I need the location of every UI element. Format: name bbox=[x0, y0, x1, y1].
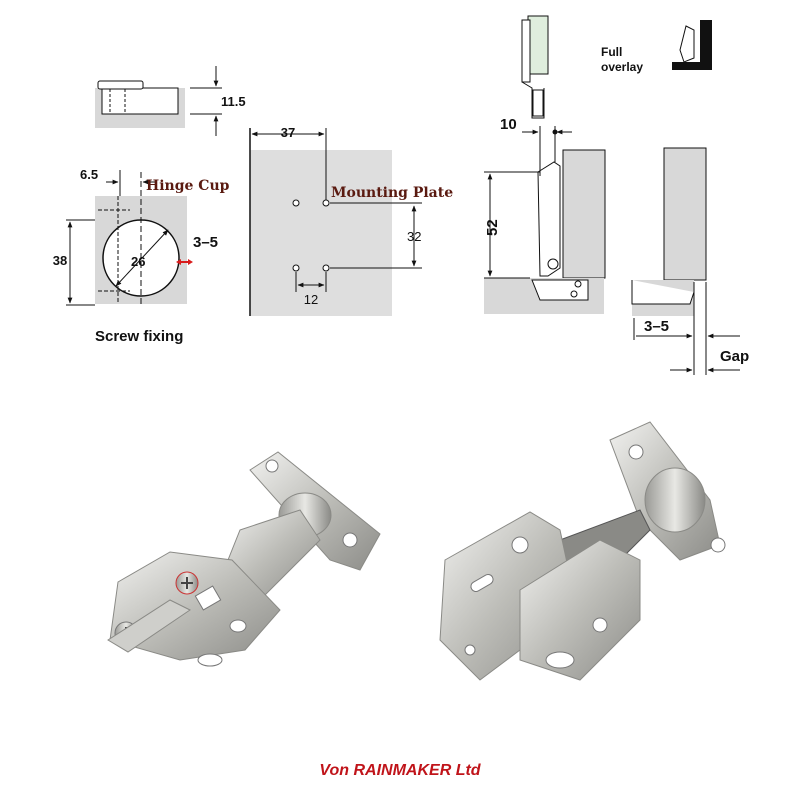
cup-section-drawing bbox=[95, 66, 222, 136]
overlay-section-drawing bbox=[631, 147, 740, 375]
screw-fixing-label: Screw fixing bbox=[95, 328, 183, 345]
side-height-label: 52 bbox=[484, 219, 501, 236]
full-overlay-icon bbox=[672, 20, 712, 70]
plate-offset-label: 37 bbox=[281, 125, 295, 140]
plate-horizontal-label: 12 bbox=[304, 292, 318, 307]
mounting-plate-drawing bbox=[249, 128, 422, 316]
side-view-drawing bbox=[484, 15, 606, 314]
footer-brand: Von RAINMAKER Ltd bbox=[319, 762, 481, 779]
hinge-cup-drawing bbox=[66, 170, 193, 306]
cup-depth-label: 11.5 bbox=[221, 94, 246, 109]
hinge-photo-right bbox=[439, 421, 726, 681]
cup-offset-label: 6.5 bbox=[80, 167, 98, 182]
overlay-range-label: 3–5 bbox=[644, 318, 669, 335]
cup-diameter-label: 26 bbox=[131, 254, 145, 269]
plate-vertical-label: 32 bbox=[407, 229, 421, 244]
edge-range-label: 3–5 bbox=[193, 234, 218, 251]
mounting-plate-title: Mounting Plate bbox=[331, 185, 453, 201]
cup-height-label: 38 bbox=[53, 253, 67, 268]
hinge-photo-left bbox=[107, 451, 381, 667]
full-overlay-label: Full overlay bbox=[601, 45, 643, 74]
hinge-cup-title: Hinge Cup bbox=[146, 178, 230, 194]
side-offset-label: 10 bbox=[500, 116, 517, 133]
gap-label: Gap bbox=[720, 348, 749, 365]
